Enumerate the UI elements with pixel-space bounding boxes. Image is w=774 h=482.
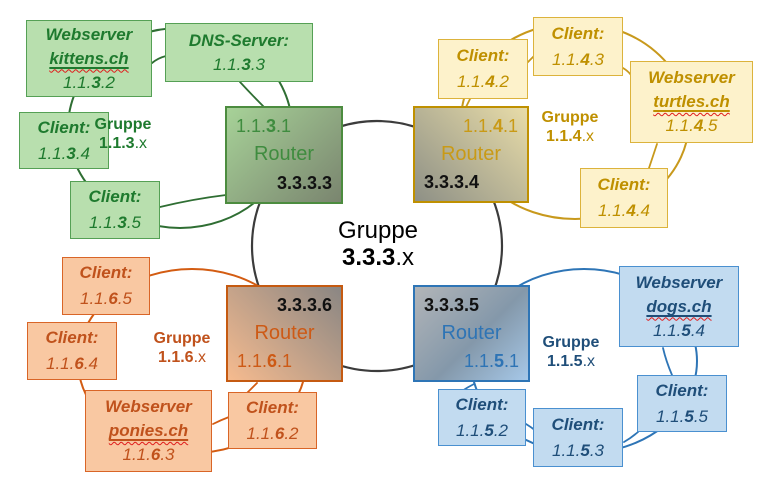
backbone-group-net: 3.3.3.x	[341, 244, 415, 271]
client-1-1-6-5-box: Client: 1.1.6.5	[62, 257, 150, 315]
node-ip: 1.1.3.3	[212, 54, 265, 74]
node-ip: 1.1.3.2	[62, 72, 115, 92]
node-ip: 1.1.6.3	[122, 445, 175, 464]
client-1-1-5-3-box: Client: 1.1.5.3	[533, 408, 623, 467]
client-1-1-4-4-box: Client: 1.1.4.4	[580, 168, 668, 228]
node-type: Webserver	[648, 68, 735, 87]
node-ip: 1.1.6.5	[79, 289, 132, 308]
client-1-1-5-5-box: Client: 1.1.5.5	[637, 375, 727, 432]
client-1-1-3-5-box: Client: 1.1.3.5	[70, 181, 160, 239]
router-wan-ip: 3.3.3.6	[276, 295, 332, 315]
node-ip: 1.1.4.3	[551, 49, 604, 69]
router-label: Router	[253, 143, 315, 166]
node-ip: 1.1.5.2	[455, 420, 508, 440]
node-type: Client:	[45, 328, 99, 347]
node-ip: 1.1.4.5	[665, 116, 718, 135]
domain-name: dogs.ch	[646, 296, 712, 316]
webserver-dogs-box: Webserver dogs.ch 1.1.5.4	[619, 266, 739, 347]
backbone-group-word: Gruppe	[337, 217, 419, 244]
node-ip: 1.1.4.2	[456, 72, 509, 91]
group-label-yellow: Gruppe 1.1.4.x	[541, 109, 599, 145]
node-ip: 1.1.3.5	[88, 213, 141, 232]
backbone-ring	[250, 119, 504, 373]
router-lan-ip: 1.1.5.1	[463, 351, 519, 371]
green-link-stubs	[151, 55, 265, 208]
node-type: Client:	[597, 175, 651, 194]
node-type: Client:	[551, 414, 605, 434]
router-label: Router	[440, 143, 502, 165]
router-wan-ip: 3.3.3.4	[424, 172, 480, 192]
node-type: Webserver	[45, 24, 133, 44]
group-label-orange: Gruppe 1.1.6.x	[153, 330, 211, 366]
router-wan-ip: 3.3.3.5	[424, 295, 480, 315]
node-type: Client:	[456, 46, 510, 65]
node-ip: 1.1.6.2	[246, 423, 299, 443]
node-type: Client:	[551, 23, 605, 43]
client-1-1-3-4-box: Client: 1.1.3.4	[19, 112, 109, 169]
webserver-turtles-box: Webserver turtles.ch 1.1.4.5	[630, 61, 753, 143]
node-type: Client:	[88, 187, 142, 206]
group-label-blue: Gruppe 1.1.5.x	[542, 334, 600, 370]
client-1-1-6-4-box: Client: 1.1.6.4	[27, 322, 117, 380]
node-ip: 1.1.3.4	[37, 143, 90, 163]
node-type: Client:	[455, 394, 509, 414]
backbone-group-label: Gruppe 3.3.3.x	[308, 217, 448, 271]
client-1-1-4-3-box: Client: 1.1.4.3	[533, 17, 623, 76]
client-1-1-6-2-box: Client: 1.1.6.2	[228, 392, 317, 449]
domain-name: ponies.ch	[108, 421, 189, 440]
webserver-kittens-box: Webserver kittens.ch 1.1.3.2	[26, 20, 152, 97]
router-lan-ip: 1.1.6.1	[237, 351, 293, 371]
group-label-green: Gruppe 1.1.3.x	[94, 116, 152, 152]
router-label: Router	[254, 322, 315, 344]
node-type: Client:	[79, 263, 133, 282]
node-type: Webserver	[105, 397, 192, 416]
router-lan-ip: 1.1.4.1	[462, 116, 518, 136]
node-ip: 1.1.6.4	[45, 354, 98, 373]
router-wan-ip: 3.3.3.3	[276, 172, 332, 193]
node-type: Client:	[246, 397, 299, 417]
client-1-1-5-2-box: Client: 1.1.5.2	[438, 389, 526, 446]
router-label: Router	[441, 322, 502, 344]
domain-name: turtles.ch	[653, 92, 730, 111]
router-lan-ip: 1.1.3.1	[236, 116, 292, 137]
node-ip: 1.1.4.4	[597, 201, 650, 220]
router-orange-box: 3.3.3.6 Router 1.1.6.1	[226, 285, 343, 382]
node-ip: 1.1.5.5	[655, 406, 708, 426]
webserver-ponies-box: Webserver ponies.ch 1.1.6.3	[85, 390, 212, 472]
client-1-1-4-2-box: Client: 1.1.4.2	[438, 39, 528, 99]
router-blue-box: 3.3.3.5 Router 1.1.5.1	[413, 285, 530, 382]
node-type: Webserver	[635, 272, 723, 292]
dns-server-box: DNS-Server: 1.1.3.3	[165, 23, 313, 82]
node-type: Client:	[37, 117, 91, 137]
node-type: Client:	[655, 380, 709, 400]
domain-name: kittens.ch	[49, 48, 129, 68]
node-ip: 1.1.5.3	[551, 440, 604, 460]
router-yellow-box: 1.1.4.1 Router 3.3.3.4	[413, 106, 529, 203]
router-green-box: 1.1.3.1 Router 3.3.3.3	[225, 106, 343, 204]
node-ip: 1.1.5.4	[652, 320, 705, 340]
node-type: DNS-Server:	[188, 30, 290, 50]
